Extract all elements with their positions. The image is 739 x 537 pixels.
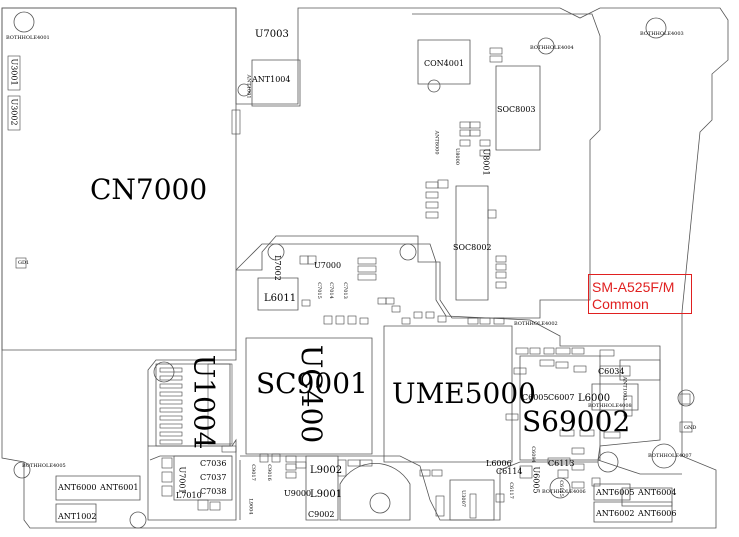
ant6002-label: ANT6002 bbox=[596, 509, 635, 518]
ant8000-label: ANT8000 bbox=[433, 130, 440, 155]
hole-label-bm: BOTHHOLE4006 bbox=[542, 489, 586, 495]
c6007-label: C6007 bbox=[548, 393, 575, 402]
gnd-label: GND bbox=[684, 425, 697, 431]
s69002-label: S69002 bbox=[522, 405, 631, 438]
c9002-label: C9002 bbox=[308, 510, 335, 519]
u6005-label: U6005 bbox=[531, 466, 541, 494]
l9002-label: L9002 bbox=[310, 465, 343, 476]
c6094-label: C6094 bbox=[529, 446, 536, 463]
c6005-label: C6005 bbox=[522, 393, 549, 402]
c6034-label: C6034 bbox=[598, 367, 625, 376]
u7000-label: U7000 bbox=[314, 261, 342, 270]
l6006-label: L6006 bbox=[486, 459, 512, 468]
u7003-label: U7003 bbox=[255, 29, 289, 40]
c7015-label: C7015 bbox=[315, 282, 322, 299]
soc8002-label: SOC8002 bbox=[453, 243, 492, 252]
ant6004-label: ANT6004 bbox=[638, 488, 677, 497]
u3002-label: U3002 bbox=[9, 98, 19, 126]
u1004-label: U1004 bbox=[187, 354, 221, 450]
ume5000-label: UME5000 bbox=[392, 377, 536, 410]
l7002-label: L7002 bbox=[272, 255, 282, 281]
uc400-label: UC400 bbox=[295, 344, 329, 444]
c9016-label: C9016 bbox=[265, 464, 272, 481]
soc8003-label: SOC8003 bbox=[497, 105, 536, 114]
c7038-label: C7038 bbox=[200, 487, 227, 496]
ant6006-label: ANT6006 bbox=[638, 509, 677, 518]
gd1-label: GD1 bbox=[18, 260, 30, 266]
hole-label-r: BOTHHOLE4008 bbox=[588, 403, 632, 409]
u7001-label: U7001 bbox=[177, 466, 187, 494]
l6000-label: L6000 bbox=[578, 393, 611, 404]
hole-label-tr: BOTHHOLE4003 bbox=[640, 31, 684, 37]
ant6001-label: ANT6001 bbox=[100, 483, 139, 492]
l9001-label: L9001 bbox=[310, 489, 343, 500]
c6114-label: C6114 bbox=[496, 467, 523, 476]
model-label-box: SM-A525F/M Common bbox=[588, 274, 692, 314]
l7010-label: L7010 bbox=[176, 491, 202, 500]
ant1001-label: ANT1001 bbox=[245, 74, 252, 99]
c7036-label: C7036 bbox=[200, 459, 227, 468]
hole-label-tl: BOTHHOLE4001 bbox=[6, 35, 50, 41]
u8000-label: U8000 bbox=[453, 148, 460, 165]
con4001-label: CON4001 bbox=[424, 59, 465, 68]
sc9001-label: SC9001 bbox=[256, 367, 368, 400]
c7013-label: C7013 bbox=[341, 282, 348, 299]
ant6000-label: ANT6000 bbox=[58, 483, 97, 492]
l9004-label: L9004 bbox=[247, 498, 254, 515]
hole-label-mid: BOTHHOLE4004 bbox=[530, 45, 574, 51]
hole-label-bl: BOTHHOLE4005 bbox=[22, 463, 66, 469]
u3007-label: U3007 bbox=[459, 490, 466, 507]
l6011-label: L6011 bbox=[264, 293, 297, 304]
u8001-label: U8001 bbox=[481, 148, 491, 176]
cn7000-label: CN7000 bbox=[90, 173, 208, 206]
ant1004-label: ANT1004 bbox=[252, 75, 291, 84]
hole-label-br: BOTHHOLE4007 bbox=[648, 453, 692, 459]
u9000-label: U9000 bbox=[284, 489, 312, 498]
ant1003-label: ANT1003 bbox=[621, 376, 628, 401]
c7014-label: C7014 bbox=[327, 282, 334, 299]
ant1002-label: ANT1002 bbox=[58, 512, 97, 521]
ant6005-label: ANT6005 bbox=[596, 488, 635, 497]
model-variant: Common bbox=[592, 295, 649, 312]
model-number: SM-A525F/M bbox=[592, 279, 675, 295]
c6113-label: C6113 bbox=[548, 459, 575, 468]
c7037-label: C7037 bbox=[200, 473, 227, 482]
hole-label-rc: BOTHHOLE4002 bbox=[514, 321, 558, 327]
c9017-label: C9017 bbox=[249, 464, 256, 481]
u3001-label: U3001 bbox=[9, 58, 19, 86]
c6117-label: C6117 bbox=[507, 482, 514, 499]
